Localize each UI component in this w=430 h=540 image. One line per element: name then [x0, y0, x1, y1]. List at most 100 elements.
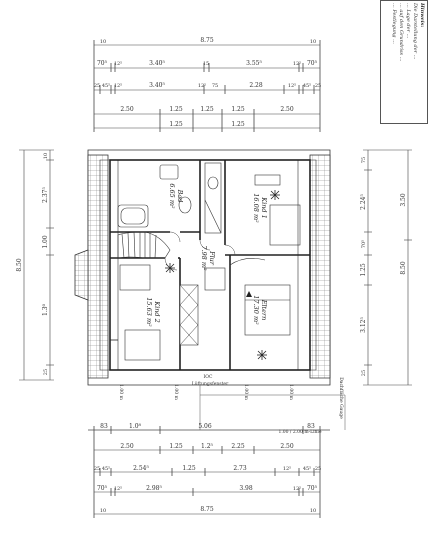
svg-text:1.25: 1.25 [169, 443, 183, 450]
svg-text:2.98⁵: 2.98⁵ [146, 485, 162, 492]
svg-text:45⁵: 45⁵ [102, 83, 110, 89]
furniture [119, 174, 301, 361]
svg-text:2.73: 2.73 [233, 465, 247, 472]
svg-text:6.65 m²: 6.65 m² [168, 183, 176, 209]
svg-text:1.00 m: 1.00 m [243, 384, 249, 400]
svg-text:2.50: 2.50 [120, 443, 134, 450]
left-dimension-labels: 8.50 10 2.37⁵ 1.00 1.3⁰ 25 [16, 153, 49, 375]
svg-text:1.0⁸: 1.0⁸ [129, 423, 142, 430]
svg-text:15.63 m²: 15.63 m² [145, 297, 153, 327]
svg-text:2.24⁵: 2.24⁵ [360, 194, 367, 210]
svg-text:70⁵: 70⁵ [97, 60, 108, 67]
svg-text:45⁵: 45⁵ [102, 466, 110, 472]
svg-text:12⁵: 12⁵ [293, 486, 301, 492]
svg-text:2.54⁵: 2.54⁵ [133, 465, 149, 472]
marker-arrow [246, 291, 252, 297]
svg-text:10: 10 [43, 153, 49, 159]
room-eltern: Eltern 17.30 m² [252, 295, 268, 325]
svg-text:45⁵: 45⁵ [303, 466, 311, 472]
svg-text:75: 75 [212, 83, 218, 89]
svg-text:3.98: 3.98 [239, 485, 253, 492]
svg-text:70⁵: 70⁵ [307, 485, 318, 492]
bottom-dimension-labels: 83 1.0⁸ 5.06 83 2.50 1.25 1.2⁵ 2.25 2.50… [94, 423, 321, 514]
svg-text:3.12⁵: 3.12⁵ [360, 317, 367, 333]
svg-text:1.25: 1.25 [231, 121, 245, 128]
svg-text:12⁵: 12⁵ [198, 83, 206, 89]
room-labels: Bad 6.65 m² Kind 1 16.08 m² Flur 7.98 m²… [145, 183, 268, 327]
svg-text:25: 25 [43, 369, 49, 375]
svg-text:25: 25 [315, 466, 321, 472]
svg-text:70⁵: 70⁵ [97, 485, 108, 492]
roof-outline [74, 149, 331, 386]
svg-text:3.40⁵: 3.40⁵ [149, 60, 165, 67]
svg-text:7.98 m²: 7.98 m² [200, 245, 208, 271]
svg-text:10: 10 [310, 39, 316, 45]
svg-text:1.25: 1.25 [169, 106, 183, 113]
svg-text:2.50: 2.50 [120, 106, 134, 113]
svg-text:17.30 m²: 17.30 m² [252, 295, 260, 325]
svg-text:1.25: 1.25 [182, 465, 196, 472]
stair [117, 231, 171, 259]
bottom-dimension-chains [88, 426, 330, 518]
dim-left-total: 8.50 [16, 258, 23, 272]
left-dimension-chains [19, 149, 54, 381]
top-dimension-labels: 8.75 10 10 70⁵ 12⁵ 3.40⁵ 15 3.55⁵ 12⁵ 70⁵… [94, 37, 321, 128]
svg-text:25: 25 [94, 466, 100, 472]
svg-text:2.25: 2.25 [231, 443, 245, 450]
svg-text:12⁵: 12⁵ [114, 83, 122, 89]
ioc-label: IOC [204, 374, 213, 380]
svg-text:25: 25 [361, 370, 367, 376]
svg-text:1.00 m: 1.00 m [288, 384, 294, 400]
ortlinie-label: 1.00 / 2.00 m-Linie [278, 429, 321, 435]
svg-text:2.50: 2.50 [280, 106, 294, 113]
svg-text:3.50: 3.50 [400, 193, 407, 207]
svg-text:1.25: 1.25 [200, 106, 214, 113]
svg-text:3.55⁵: 3.55⁵ [246, 60, 262, 67]
svg-text:Eltern: Eltern [260, 299, 268, 321]
svg-text:1.2⁵: 1.2⁵ [201, 443, 214, 450]
svg-text:1.25: 1.25 [169, 121, 183, 128]
svg-text:45⁵: 45⁵ [303, 83, 311, 89]
svg-text:2.37⁵: 2.37⁵ [42, 187, 49, 203]
svg-text:83: 83 [307, 423, 315, 430]
svg-text:Kind 2: Kind 2 [153, 300, 161, 322]
svg-text:2.50: 2.50 [280, 443, 294, 450]
svg-text:12⁵: 12⁵ [288, 83, 296, 89]
svg-text:1.3⁰: 1.3⁰ [42, 303, 49, 316]
svg-text:15: 15 [203, 61, 209, 67]
bathroom-fixtures [117, 162, 222, 234]
svg-text:1.00 m: 1.00 m [173, 384, 179, 400]
dim-bottom-total: 8.75 [200, 506, 214, 513]
svg-text:12⁵: 12⁵ [283, 466, 291, 472]
dim-top-total: 8.75 [200, 37, 214, 44]
svg-text:12⁵: 12⁵ [293, 61, 301, 67]
svg-text:1.00: 1.00 [42, 235, 49, 249]
plan-annotations: IOC Lüftungsfenster Dachfläche Gauge 1.0… [118, 374, 344, 435]
dim-right-total: 8.50 [400, 261, 407, 275]
note-box: Hinweis: Die Darstellung der ... ... Lag… [380, 0, 428, 124]
room-kind2: Kind 2 15.63 m² [145, 297, 161, 327]
svg-text:Flur: Flur [208, 250, 216, 266]
svg-text:25: 25 [94, 83, 100, 89]
svg-text:10: 10 [100, 39, 106, 45]
svg-text:Bad: Bad [176, 189, 184, 203]
svg-text:12⁵: 12⁵ [114, 61, 122, 67]
svg-text:3.40⁵: 3.40⁵ [149, 82, 165, 89]
right-dimension-labels: 8.50 75 2.24⁵ 3.50 70⁵ 1.25 3.12⁵ 25 [360, 157, 407, 376]
svg-text:16.08 m²: 16.08 m² [252, 193, 260, 223]
svg-text:10: 10 [100, 508, 106, 514]
lueftung-label: Lüftungsfenster [192, 381, 229, 387]
svg-text:12⁵: 12⁵ [114, 486, 122, 492]
note-text: Hinweis: Die Darstellung der ... ... Lag… [391, 3, 425, 62]
svg-text:5.06: 5.06 [198, 423, 212, 430]
svg-text:75: 75 [361, 157, 367, 163]
room-flur: Flur 7.98 m² [200, 245, 216, 271]
svg-text:70⁵: 70⁵ [307, 60, 318, 67]
svg-text:10: 10 [310, 508, 316, 514]
svg-text:2.28: 2.28 [249, 82, 263, 89]
room-bad: Bad 6.65 m² [168, 183, 184, 209]
right-dimension-chains [363, 149, 412, 386]
svg-text:1.25: 1.25 [360, 263, 367, 277]
svg-text:70⁵: 70⁵ [361, 240, 367, 248]
